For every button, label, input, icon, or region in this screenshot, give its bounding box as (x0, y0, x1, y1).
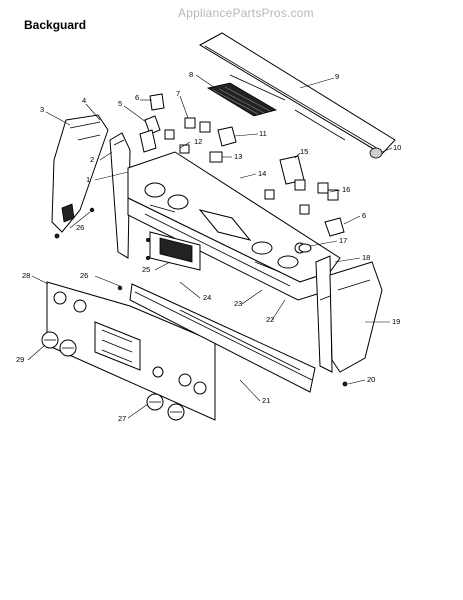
part-right-bracket[interactable] (315, 255, 333, 373)
part-left-end-cap[interactable] (51, 114, 109, 239)
callout-labels: 3 4 2 1 5 6 7 8 9 10 11 12 13 14 15 16 6… (16, 70, 401, 423)
callout-29: 29 (16, 355, 24, 364)
part-knobs-left[interactable] (41, 331, 77, 357)
callout-15: 15 (300, 147, 308, 156)
callout-6b: 6 (362, 211, 366, 220)
callout-7: 7 (176, 89, 180, 98)
diagram-title: Backguard (24, 18, 87, 32)
watermark: AppliancePartsPros.com (178, 6, 314, 20)
callout-3: 3 (40, 105, 44, 114)
callout-11: 11 (259, 129, 267, 138)
part-vent-grille[interactable] (206, 82, 278, 117)
part-bracket-small[interactable] (149, 93, 165, 111)
callout-5: 5 (118, 99, 122, 108)
callout-16: 16 (342, 185, 350, 194)
callout-25: 25 (142, 265, 150, 274)
callout-26a: 26 (80, 271, 88, 280)
callout-6a: 6 (135, 93, 139, 102)
part-switches[interactable] (164, 117, 339, 215)
callout-22: 22 (266, 315, 274, 324)
callout-19: 19 (392, 317, 400, 326)
part-connector[interactable] (324, 217, 345, 237)
part-end-cap[interactable] (369, 147, 383, 159)
callout-27: 27 (118, 414, 126, 423)
callout-21: 21 (262, 396, 270, 405)
part-control-panel[interactable] (127, 151, 341, 301)
part-light-socket[interactable] (139, 115, 161, 153)
part-screws-26[interactable] (89, 207, 123, 291)
callout-1: 1 (86, 175, 90, 184)
part-front-panel[interactable] (46, 281, 216, 421)
part-knobs-right[interactable] (146, 393, 185, 421)
callout-26b: 26 (76, 223, 84, 232)
callout-9: 9 (335, 72, 339, 81)
part-top-trim[interactable] (198, 32, 396, 155)
part-left-bracket[interactable] (109, 132, 131, 259)
part-insulator[interactable] (298, 243, 312, 253)
callout-23: 23 (234, 299, 242, 308)
callout-17: 17 (339, 236, 347, 245)
callout-4: 4 (82, 96, 86, 105)
callout-12: 12 (194, 137, 202, 146)
callout-24: 24 (203, 293, 211, 302)
callout-20: 20 (367, 375, 375, 384)
callout-13: 13 (234, 152, 242, 161)
leader-lines (27, 74, 393, 419)
part-bottom-trim[interactable] (129, 283, 316, 393)
callout-8: 8 (189, 70, 193, 79)
callout-2: 2 (90, 155, 94, 164)
callout-28: 28 (22, 271, 30, 280)
callout-14: 14 (258, 169, 266, 178)
part-display-board[interactable] (145, 231, 201, 271)
callout-10: 10 (393, 143, 401, 152)
part-right-end-cap[interactable] (329, 261, 383, 373)
callout-18: 18 (362, 253, 370, 262)
part-screw[interactable] (342, 381, 348, 387)
